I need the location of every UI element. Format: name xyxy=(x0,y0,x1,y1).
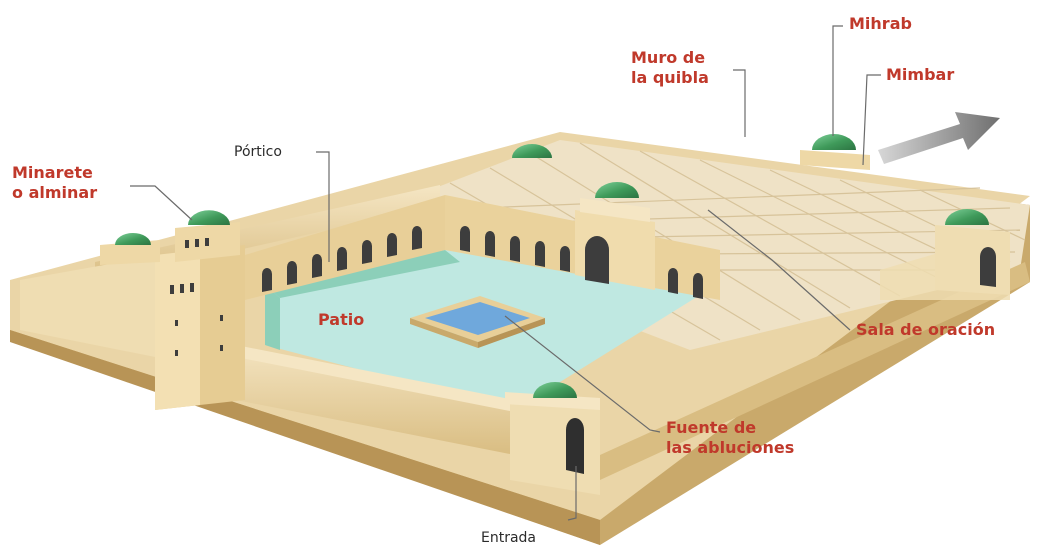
dome-right-corner xyxy=(945,209,989,225)
label-sala-oracion: Sala de oración xyxy=(856,320,996,339)
label-muro-quibla: Muro de la quibla xyxy=(631,48,709,87)
label-entrada: Entrada xyxy=(481,530,537,546)
leader-lines xyxy=(130,25,881,521)
arrow-icon xyxy=(878,112,1000,164)
prayer-hall-facade xyxy=(445,195,720,300)
dome-back-left xyxy=(100,233,160,265)
dome-mihrab xyxy=(800,134,870,170)
label-fuente: Fuente de las abluciones xyxy=(666,418,795,457)
front-wall xyxy=(20,255,515,455)
label-mihrab: Mihrab xyxy=(849,14,912,33)
minaret xyxy=(155,222,245,410)
label-patio: Patio xyxy=(318,310,365,329)
dome-prayer-hall xyxy=(595,182,639,198)
ablution-fountain xyxy=(410,296,545,348)
dome-entrance xyxy=(533,382,577,398)
entrance-gate xyxy=(505,392,600,495)
label-mimbar: Mimbar xyxy=(886,65,955,84)
portico-arcade xyxy=(245,195,445,300)
dome-back xyxy=(512,144,552,158)
right-corner-tower xyxy=(935,225,1010,295)
label-minarete: Minarete o alminar xyxy=(12,163,98,202)
label-portico: Pórtico xyxy=(234,144,282,160)
dome-minaret xyxy=(188,210,230,225)
